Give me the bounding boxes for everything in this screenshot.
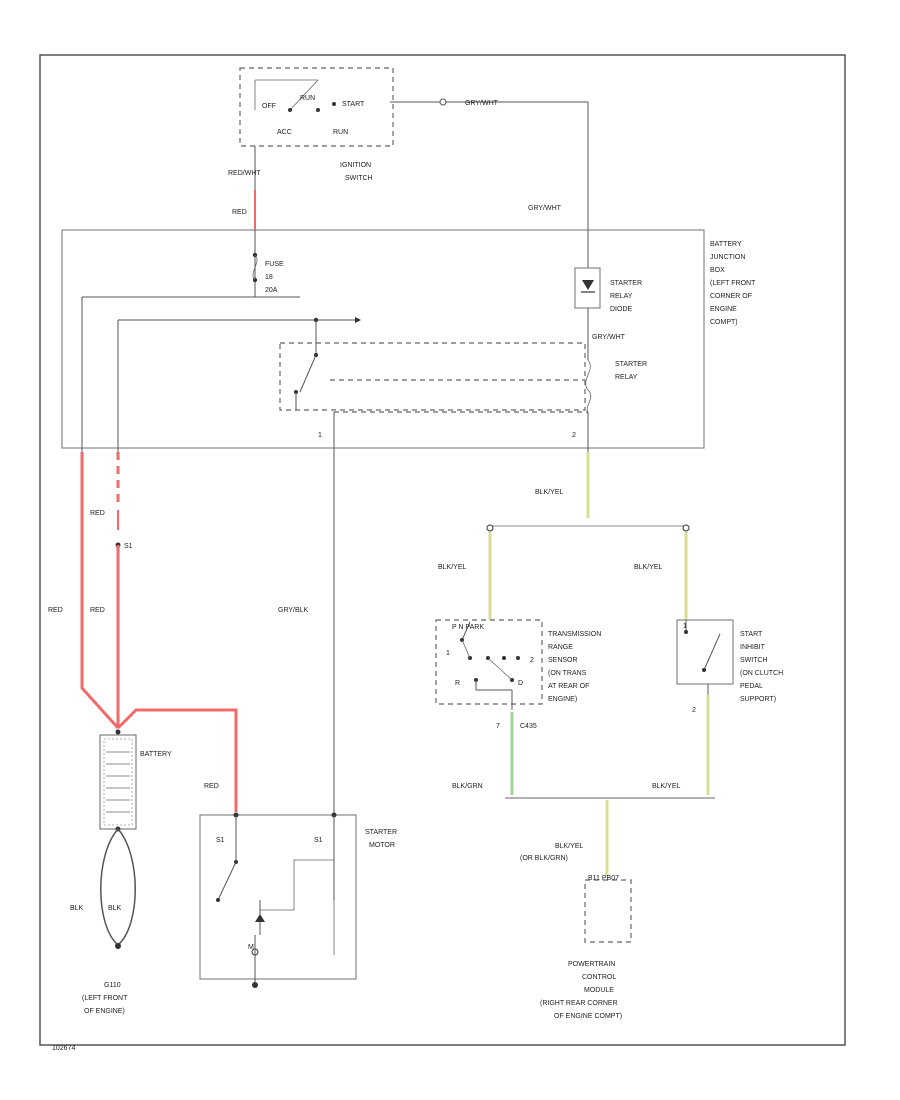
junction-box-line2-label: JUNCTION [710,254,745,261]
inhibit-switch-line2-label: INHIBIT [740,644,766,651]
lbl-blk-yel-top: BLK/YEL [535,489,564,496]
junction-box-relay-line2-label: RELAY [615,374,638,381]
range-sensor-pos-r-label: R [455,680,460,687]
inhibit-switch-line3-label: SWITCH [740,657,768,664]
range-sensor-pos-2-label: 2 [530,657,534,664]
ign-pos-off: OFF [262,103,276,110]
lbl-blk-yel-bottom-right: BLK/YEL [652,783,681,790]
pcm-line5-label: OF ENGINE COMPT) [554,1013,622,1020]
junction-box-line5-label: CORNER OF [710,293,752,300]
junction-box-diode-line3-label: DIODE [610,306,633,313]
ign-pos-run: RUN [300,95,315,102]
battery: BATTERY [99,729,172,832]
wire-gry-wht-top: GRY/WHT [528,205,562,212]
inhibit-switch-line6-label: SUPPORT) [740,696,776,703]
wire-gry-wht-relay: GRY/WHT [592,334,626,341]
lbl-pin7: 7 [496,723,500,730]
ground-line1-label: G110 [104,982,121,989]
range-sensor-header-label: P N PARK [452,624,484,631]
start-inhibit-switch: 1 START INHIBIT SWITCH (ON CLUTCH PEDAL … [676,619,783,703]
starter-motor: S1 S1 M STARTER MOTOR [199,812,397,988]
lbl-s1: S1 [124,543,133,550]
starter-motor-term-s1b-label: S1 [314,837,323,844]
battery-label-label: BATTERY [140,751,172,758]
ign-pos-acc: ACC [277,129,292,136]
pcm-line3-label: MODULE [584,987,614,994]
wire-gry-wht-ign: GRY/WHT [465,100,499,107]
wire-red-ign: RED [232,209,247,216]
powertrain-control-module: B11 PB07 POWERTRAIN CONTROL MODULE (RIGH… [540,875,632,1020]
range-sensor-line6-label: ENGINE) [548,696,577,703]
junction-box-line3-label: BOX [710,267,725,274]
junction-box-line4-label: (LEFT FRONT [710,280,756,287]
starter-relay-diode: STARTER RELAY DIODE [574,267,642,313]
battery-junction-box [61,229,705,449]
starter-motor-term-s1-label: S1 [216,837,225,844]
junction-box-line7-label: COMPT) [710,319,738,326]
ign-pos-run2: RUN [333,129,348,136]
transmission-range-sensor: P N PARK R D 1 2 TRANSMISSION RANGE SENS… [435,619,601,705]
lbl-red-left: RED [48,607,63,614]
range-sensor-line5-label: AT REAR OF [548,683,589,690]
wires-blk-left-label: BLK [70,905,84,912]
lbl-blk-yel-pcm-2: (OR BLK/GRN) [520,855,568,862]
inhibit-switch-line5-label: PEDAL [740,683,763,690]
junction-box-fuse-line2-label: 18 [265,274,273,281]
footer-code: 102674 [52,1045,75,1052]
inhibit-switch-pin-label: 1 [683,623,687,630]
range-sensor-line2-label: RANGE [548,644,573,651]
range-sensor-line1-label: TRANSMISSION [548,631,601,638]
ignition-switch: OFF RUN START ACC RUN IGNITION SWITCH [239,67,394,182]
junction-box-relay-line1-label: STARTER [615,361,647,368]
junction-box-diode-line2-label: RELAY [610,293,633,300]
relay-pin-2: 2 [572,432,576,439]
range-sensor-line3-label: SENSOR [548,657,578,664]
pcm-line4-label: (RIGHT REAR CORNER [540,1000,618,1007]
fuse-18: FUSE 18 20A [252,230,284,297]
ground-line3-label: OF ENGINE) [84,1008,125,1015]
pcm-line2-label: CONTROL [582,974,616,981]
pcm-line1-label: POWERTRAIN [568,961,615,968]
junction-box-diode-line1-label: STARTER [610,280,642,287]
lbl-c435: C435 [520,723,537,730]
lbl-blk-grn: BLK/GRN [452,783,483,790]
wire-red-left [80,452,120,730]
junction-box-fuse-line3-label: 20A [265,287,278,294]
lbl-red-mid: RED [90,607,105,614]
lbl-red-starter: RED [204,783,219,790]
lbl-blk-yel-right: BLK/YEL [634,564,663,571]
junction-box-fuse-line1-label: FUSE [265,261,284,268]
starter-motor-term-m-label: M [248,944,254,951]
wire-red-wht: RED/WHT [228,170,261,177]
junction-box-line6-label: ENGINE [710,306,737,313]
relay-pin-1: 1 [318,432,322,439]
lbl-gry-blk: GRY/BLK [278,607,309,614]
lbl-pin2-inhibit: 2 [692,707,696,714]
range-sensor-pos-1-label: 1 [446,650,450,657]
ign-title-2: SWITCH [345,175,373,182]
starter-motor-line1-label: STARTER [365,829,397,836]
wires-blk-right-label: BLK [108,905,122,912]
starter-relay: STARTER RELAY [279,320,647,413]
range-sensor-pos-d-label: D [518,680,523,687]
diagram-frame [39,54,846,1046]
lbl-blk-yel-left: BLK/YEL [438,564,467,571]
junction-box-label: BATTERY JUNCTION BOX (LEFT FRONT CORNER … [710,241,756,326]
starter-motor-line2-label: MOTOR [369,842,395,849]
inhibit-switch-line4-label: (ON CLUTCH [740,670,783,677]
inhibit-switch-line1-label: START [740,631,763,638]
ign-title-1: IGNITION [340,162,371,169]
lbl-red-upper: RED [90,510,105,517]
ground-g110: BLK BLK G110 (LEFT FRONT OF ENGINE) [70,828,136,1015]
pcm-pins-label: B11 PB07 [588,875,619,882]
lbl-blk-yel-pcm-1: BLK/YEL [555,843,584,850]
wire-red-to-starter [116,708,238,812]
ign-pos-start: START [342,101,365,108]
junction-box-line1-label: BATTERY [710,241,742,248]
ground-line2-label: (LEFT FRONT [82,995,128,1002]
range-sensor-line4-label: (ON TRANS [548,670,587,677]
